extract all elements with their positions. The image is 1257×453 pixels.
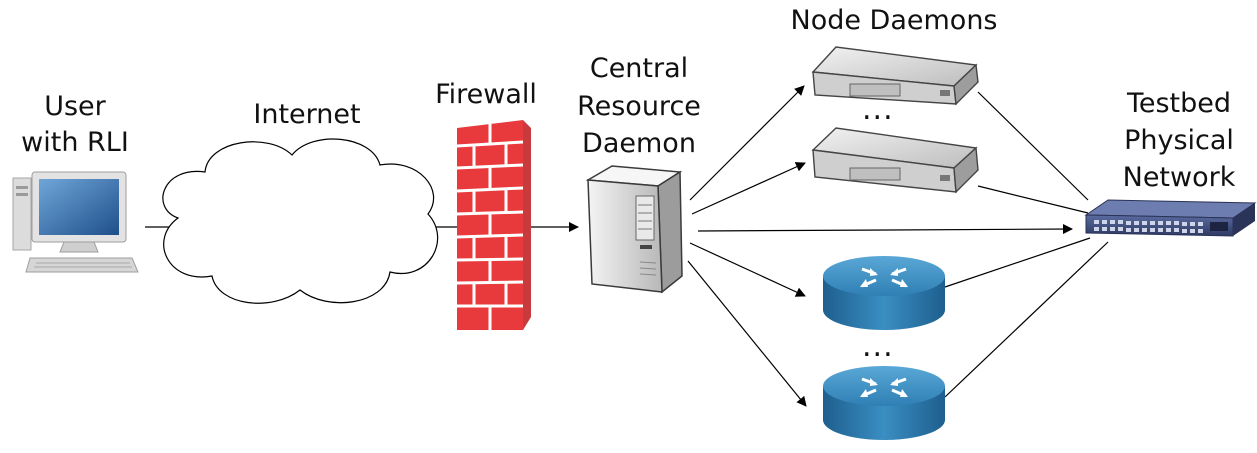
arrow-crd-to-node2 (691, 162, 806, 215)
rack-server-icon (811, 127, 979, 194)
rack-server-icon (811, 46, 979, 106)
user-label: User (44, 91, 106, 122)
node-daemons-ellipsis: ... (862, 92, 894, 127)
firewall-label: Firewall (435, 79, 537, 110)
router-icon (823, 366, 945, 440)
arrow-crd-to-router2 (687, 260, 807, 407)
arrow-crd-to-router1 (689, 242, 806, 297)
arrow-crd-to-switch (697, 224, 1073, 235)
desktop-computer-icon (12, 171, 139, 273)
crd-label-line1: Central (589, 53, 689, 84)
link-router1-switch (944, 237, 1091, 288)
link-router2-switch (944, 241, 1109, 398)
routers-ellipsis: ... (862, 329, 894, 364)
server-tower-icon (585, 165, 683, 294)
network-switch-icon (1084, 199, 1257, 237)
user-sublabel: with RLI (21, 127, 129, 158)
link-node2-switch (977, 185, 1089, 214)
testbed-label-line2: Physical (1124, 125, 1234, 156)
cloud-icon (162, 138, 439, 304)
testbed-label-line1: Testbed (1126, 88, 1232, 119)
crd-label-line3: Daemon (582, 128, 696, 159)
internet-label: Internet (253, 99, 361, 130)
crd-label-line2: Resource (577, 91, 701, 122)
node-daemons-label: Node Daemons (790, 5, 998, 36)
router-icon (823, 256, 945, 330)
brick-wall-icon (456, 120, 531, 330)
testbed-label-line3: Network (1122, 162, 1236, 193)
link-node1-switch (977, 91, 1089, 201)
arrow-crd-to-node1 (689, 85, 805, 201)
